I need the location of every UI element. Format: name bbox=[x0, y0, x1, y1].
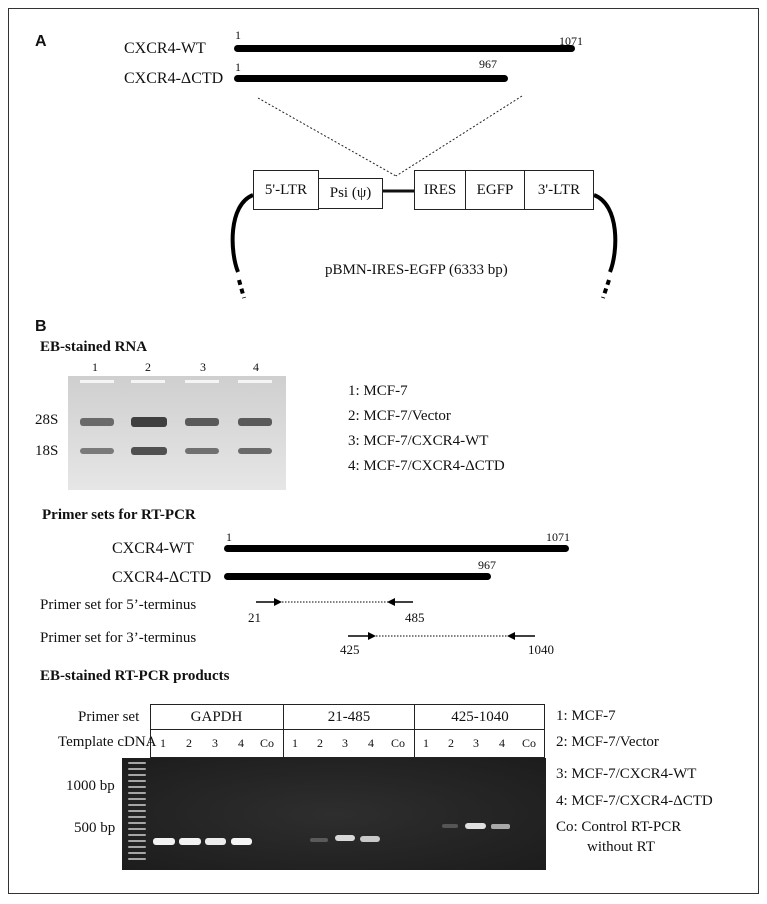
rna-legend-3: 3: MCF-7/CXCR4-WT bbox=[348, 433, 489, 449]
rna-band-18s: 18S bbox=[35, 443, 59, 459]
cxcr4-wt-label: CXCR4-WT bbox=[124, 40, 206, 57]
pcr-title: EB-stained RT-PCR products bbox=[40, 668, 230, 684]
primer-wt-label: CXCR4-WT bbox=[112, 540, 194, 557]
table-primer-set-label: Primer set bbox=[78, 709, 140, 725]
rna-lane-3: 3 bbox=[200, 360, 206, 374]
dna-ladder bbox=[128, 762, 146, 860]
box-egfp: EGFP bbox=[465, 170, 525, 210]
lane-a3: 3 bbox=[342, 736, 348, 750]
cxcr4-ctd-end: 967 bbox=[479, 57, 497, 71]
pcr-legend-co: Co: Control RT-PCR bbox=[556, 819, 682, 835]
size-1000bp: 1000 bp bbox=[66, 778, 115, 794]
lane-b2: 2 bbox=[448, 736, 454, 750]
cxcr4-wt-end: 1071 bbox=[559, 34, 583, 48]
lane-gco: Co bbox=[260, 736, 275, 750]
primer3-start: 425 bbox=[340, 642, 360, 657]
primer-table-vline-2 bbox=[414, 704, 415, 758]
panel-a-letter: A bbox=[35, 33, 47, 50]
pcr-legend-4: 4: MCF-7/CXCR4-ΔCTD bbox=[556, 793, 713, 809]
rna-lane-4: 4 bbox=[253, 360, 259, 374]
pcr-legend-co-cont: without RT bbox=[587, 839, 655, 855]
rna-title: EB-stained RNA bbox=[40, 339, 148, 355]
lane-a4: 4 bbox=[368, 736, 374, 750]
rna-lane-2: 2 bbox=[145, 360, 151, 374]
primer-table-hline bbox=[150, 729, 545, 730]
lane-b4: 4 bbox=[499, 736, 505, 750]
primer-ctd-end: 967 bbox=[478, 558, 496, 572]
size-500bp: 500 bp bbox=[74, 820, 116, 836]
plasmid-arc-left-dashed bbox=[237, 279, 246, 299]
primer5-end: 485 bbox=[405, 610, 425, 625]
primer-wt-bar bbox=[224, 545, 569, 552]
group-425-1040: 425-1040 bbox=[451, 709, 509, 725]
cxcr4-wt-bar bbox=[234, 45, 575, 52]
insert-dotted-right bbox=[395, 95, 523, 177]
rna-legend-4: 4: MCF-7/CXCR4-ΔCTD bbox=[348, 458, 505, 474]
vector-map-graphic bbox=[230, 95, 618, 299]
lane-a2: 2 bbox=[317, 736, 323, 750]
primer-ctd-bar bbox=[224, 573, 491, 580]
figure-frame bbox=[8, 8, 759, 894]
lane-g3: 3 bbox=[212, 736, 218, 750]
plasmid-arc-right bbox=[593, 193, 618, 273]
pcr-gel-image bbox=[122, 758, 546, 870]
group-gapdh: GAPDH bbox=[190, 709, 243, 725]
cxcr4-ctd-label: CXCR4-ΔCTD bbox=[124, 70, 224, 87]
rna-legend-2: 2: MCF-7/Vector bbox=[348, 408, 451, 424]
plasmid-label: pBMN-IRES-EGFP (6333 bp) bbox=[325, 262, 508, 278]
primer-table-vline-1 bbox=[283, 704, 284, 758]
primer-arrows-graphic bbox=[256, 598, 535, 640]
primer3-label: Primer set for 3’-terminus bbox=[40, 630, 197, 646]
lane-g2: 2 bbox=[186, 736, 192, 750]
primer-table bbox=[150, 704, 545, 758]
group-21-485: 21-485 bbox=[327, 709, 371, 725]
primer3-end: 1040 bbox=[528, 642, 554, 657]
rna-lane-1: 1 bbox=[92, 360, 98, 374]
primer-wt-end: 1071 bbox=[546, 530, 570, 544]
pcr-legend-2: 2: MCF-7/Vector bbox=[556, 734, 659, 750]
cxcr4-wt-start: 1 bbox=[235, 28, 241, 42]
lane-aco: Co bbox=[391, 736, 406, 750]
box-psi: Psi (ψ) bbox=[318, 178, 383, 209]
primer5-start: 21 bbox=[248, 610, 261, 625]
lane-b3: 3 bbox=[473, 736, 479, 750]
lane-bco: Co bbox=[522, 736, 537, 750]
primer-wt-start: 1 bbox=[226, 530, 232, 544]
plasmid-arc-right-dashed bbox=[601, 279, 611, 299]
plasmid-arc-left bbox=[230, 193, 254, 273]
cxcr4-ctd-start: 1 bbox=[235, 60, 241, 74]
pcr-legend-1: 1: MCF-7 bbox=[556, 708, 616, 724]
box-5-ltr: 5'-LTR bbox=[253, 170, 319, 210]
insert-dotted-left bbox=[257, 97, 397, 177]
box-3-ltr: 3'-LTR bbox=[524, 170, 594, 210]
panel-b-letter: B bbox=[35, 318, 47, 335]
cxcr4-ctd-bar bbox=[234, 75, 508, 82]
lane-b1: 1 bbox=[423, 736, 429, 750]
primer-ctd-label: CXCR4-ΔCTD bbox=[112, 569, 212, 586]
lane-g4: 4 bbox=[238, 736, 244, 750]
pcr-legend-3: 3: MCF-7/CXCR4-WT bbox=[556, 766, 697, 782]
rna-band-28s: 28S bbox=[35, 412, 59, 428]
table-template-label: Template cDNA bbox=[58, 734, 157, 750]
primer-title: Primer sets for RT-PCR bbox=[42, 507, 196, 523]
box-ires: IRES bbox=[414, 170, 466, 210]
rna-legend-1: 1: MCF-7 bbox=[348, 383, 408, 399]
rna-gel-image bbox=[68, 376, 286, 490]
primer5-label: Primer set for 5’-terminus bbox=[40, 597, 197, 613]
lane-a1: 1 bbox=[292, 736, 298, 750]
lane-g1: 1 bbox=[160, 736, 166, 750]
